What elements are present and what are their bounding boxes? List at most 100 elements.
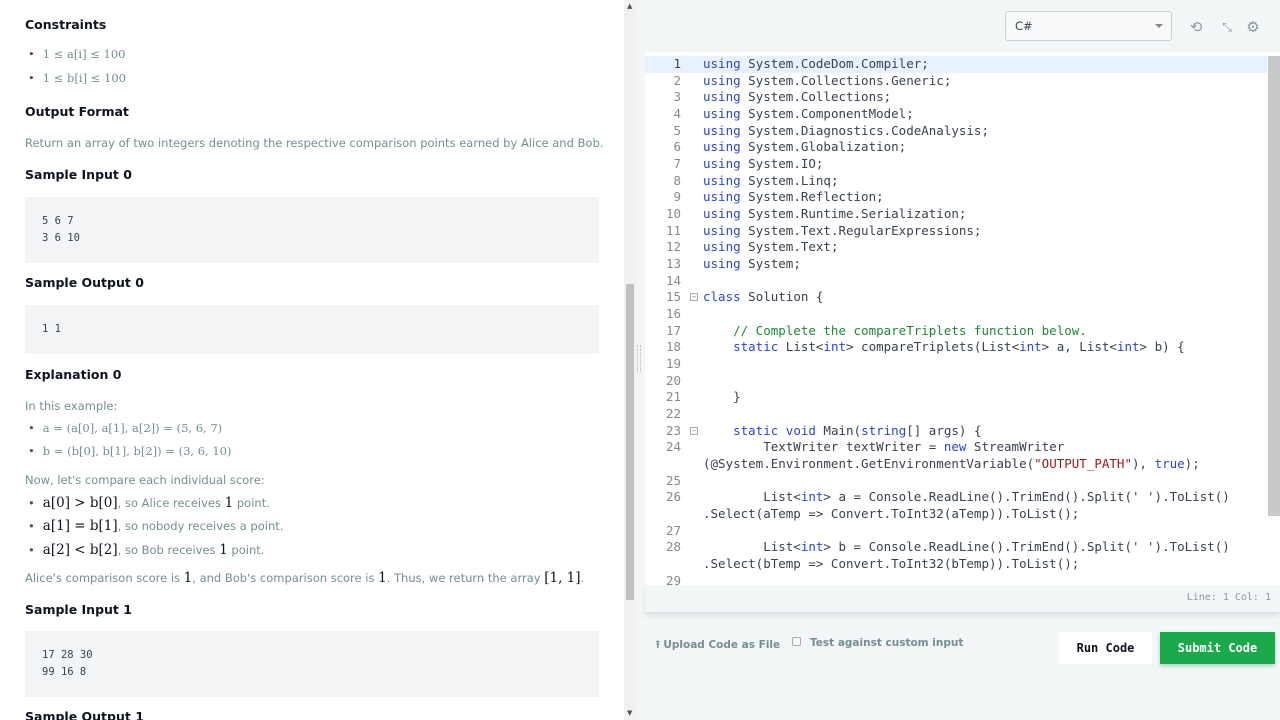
constraint-item: 1 ≤ b[i] ≤ 100 bbox=[28, 71, 126, 85]
fullscreen-collapse-icon[interactable]: ⤡ bbox=[1222, 20, 1232, 34]
settings-icon[interactable]: ⚙ bbox=[1246, 18, 1260, 36]
summary-part: Alice's comparison score is bbox=[25, 571, 184, 585]
summary-part: , and Bob's comparison score is bbox=[192, 571, 379, 585]
code-text: using System.Globalization; bbox=[703, 139, 907, 155]
language-select[interactable]: C# bbox=[1005, 11, 1172, 41]
code-line[interactable]: 23− static void Main(string[] args) { bbox=[645, 423, 1267, 440]
custom-input-label: Test against custom input bbox=[810, 637, 964, 649]
line-number: 29 bbox=[665, 572, 681, 585]
comparison-num: 1 bbox=[219, 542, 228, 558]
run-code-button[interactable]: Run Code bbox=[1059, 632, 1152, 664]
line-number: 22 bbox=[665, 406, 681, 422]
code-line[interactable]: .Select(bTemp => Convert.ToInt32(bTemp))… bbox=[645, 556, 1267, 573]
summary-part: . bbox=[580, 571, 585, 585]
comparison-text: , so nobody receives a point. bbox=[117, 519, 284, 533]
cursor-position: Line: 1 Col: 1 bbox=[645, 585, 1280, 613]
code-line[interactable]: 15−class Solution { bbox=[645, 289, 1267, 306]
line-number: 7 bbox=[673, 156, 681, 172]
code-text: using System.Collections.Generic; bbox=[703, 72, 952, 88]
submit-code-button[interactable]: Submit Code bbox=[1160, 632, 1275, 664]
output-format-heading: Output Format bbox=[25, 104, 129, 119]
code-line[interactable]: 29 bbox=[645, 573, 1267, 585]
code-line[interactable]: 19 bbox=[645, 356, 1267, 373]
code-text: using System.Text.RegularExpressions; bbox=[703, 222, 982, 238]
code-line[interactable]: 14 bbox=[645, 273, 1267, 290]
scrollbar-thumb[interactable] bbox=[626, 284, 634, 600]
panel-resize-handle[interactable] bbox=[637, 345, 641, 373]
code-text: static void Main(string[] args) { bbox=[733, 422, 982, 438]
code-text: using System.Collections; bbox=[703, 89, 892, 105]
output-format-text: Return an array of two integers denoting… bbox=[25, 136, 604, 150]
code-text: using System.Text; bbox=[703, 239, 839, 255]
upload-code-button[interactable]: ⭱ Upload Code as File bbox=[656, 637, 780, 655]
summary-math: [1, 1] bbox=[544, 570, 581, 586]
comparison-math: a[1] = b[1] bbox=[42, 518, 118, 534]
code-line[interactable]: 17 // Complete the compareTriplets funct… bbox=[645, 323, 1267, 340]
line-number: 8 bbox=[673, 172, 681, 188]
code-line[interactable]: 6 using System.Globalization; bbox=[645, 139, 1267, 156]
line-number: 16 bbox=[665, 306, 681, 322]
description-scrollbar[interactable]: ▲ ▼ bbox=[624, 0, 636, 720]
code-line[interactable]: 21 } bbox=[645, 389, 1267, 406]
comparison-math: a[2] < b[2] bbox=[42, 542, 118, 558]
code-line: 17 28 30 bbox=[42, 649, 93, 661]
code-line: 5 6 7 bbox=[42, 215, 74, 227]
custom-input-checkbox[interactable]: Test against custom input bbox=[792, 637, 963, 649]
line-number: 20 bbox=[665, 372, 681, 388]
fold-toggle-icon[interactable]: − bbox=[690, 426, 698, 435]
code-line[interactable]: 27 bbox=[645, 523, 1267, 540]
line-number: 19 bbox=[665, 356, 681, 372]
summary-math: 1 bbox=[378, 570, 387, 586]
comparison-tail: point. bbox=[227, 543, 265, 557]
code-text: using System.CodeDom.Compiler; bbox=[703, 56, 929, 71]
code-line[interactable]: 16 bbox=[645, 306, 1267, 323]
line-number: 27 bbox=[665, 522, 681, 538]
code-line[interactable]: 18 static List<int> compareTriplets(List… bbox=[645, 339, 1267, 356]
summary-text: Alice's comparison score is 1, and Bob's… bbox=[25, 570, 584, 586]
code-text: using System.ComponentModel; bbox=[703, 106, 914, 121]
code-line[interactable]: (@System.Environment.GetEnvironmentVaria… bbox=[645, 456, 1267, 473]
scroll-up-arrow-icon[interactable]: ▲ bbox=[627, 2, 633, 10]
line-number: 21 bbox=[665, 389, 681, 405]
code-text: using System.Diagnostics.CodeAnalysis; bbox=[703, 122, 989, 138]
code-text: using System.Reflection; bbox=[703, 189, 884, 205]
explanation-text: In this example: bbox=[25, 399, 118, 413]
problem-description: Constraints 1 ≤ a[i] ≤ 100 1 ≤ b[i] ≤ 10… bbox=[0, 0, 624, 720]
upload-icon: ⭱ bbox=[656, 639, 664, 651]
code-line[interactable]: 20 bbox=[645, 373, 1267, 390]
checkbox[interactable] bbox=[792, 637, 801, 646]
code-text: .Select(bTemp => Convert.ToInt32(bTemp))… bbox=[703, 556, 1080, 572]
line-number: 24 bbox=[665, 439, 681, 455]
scroll-down-arrow-icon[interactable]: ▼ bbox=[627, 709, 633, 717]
code-line[interactable]: 28 List<int> b = Console.ReadLine().Trim… bbox=[645, 539, 1267, 556]
code-line[interactable]: 25 bbox=[645, 473, 1267, 490]
code-line[interactable]: 24 TextWriter textWriter = new StreamWri… bbox=[645, 439, 1267, 456]
editor-scrollbar[interactable] bbox=[1268, 56, 1280, 516]
fold-toggle-icon[interactable]: − bbox=[690, 293, 698, 302]
comparison-item: a[2] < b[2], so Bob receives 1 point. bbox=[28, 542, 265, 558]
code-line[interactable]: 26 List<int> a = Console.ReadLine().Trim… bbox=[645, 489, 1267, 506]
sample-output-1-heading: Sample Output 1 bbox=[25, 709, 144, 720]
upload-label: Upload Code as File bbox=[663, 639, 781, 651]
comparison-num: 1 bbox=[224, 495, 234, 511]
code-line[interactable]: 22 bbox=[645, 406, 1267, 423]
line-number: 26 bbox=[665, 489, 681, 505]
code-line[interactable]: .Select(aTemp => Convert.ToInt32(aTemp))… bbox=[645, 506, 1267, 523]
code-text: class Solution { bbox=[703, 289, 824, 305]
line-number: 6 bbox=[673, 139, 681, 155]
reset-icon[interactable]: ⟲ bbox=[1189, 18, 1203, 36]
code-text: using System.Runtime.Serialization; bbox=[703, 206, 967, 222]
